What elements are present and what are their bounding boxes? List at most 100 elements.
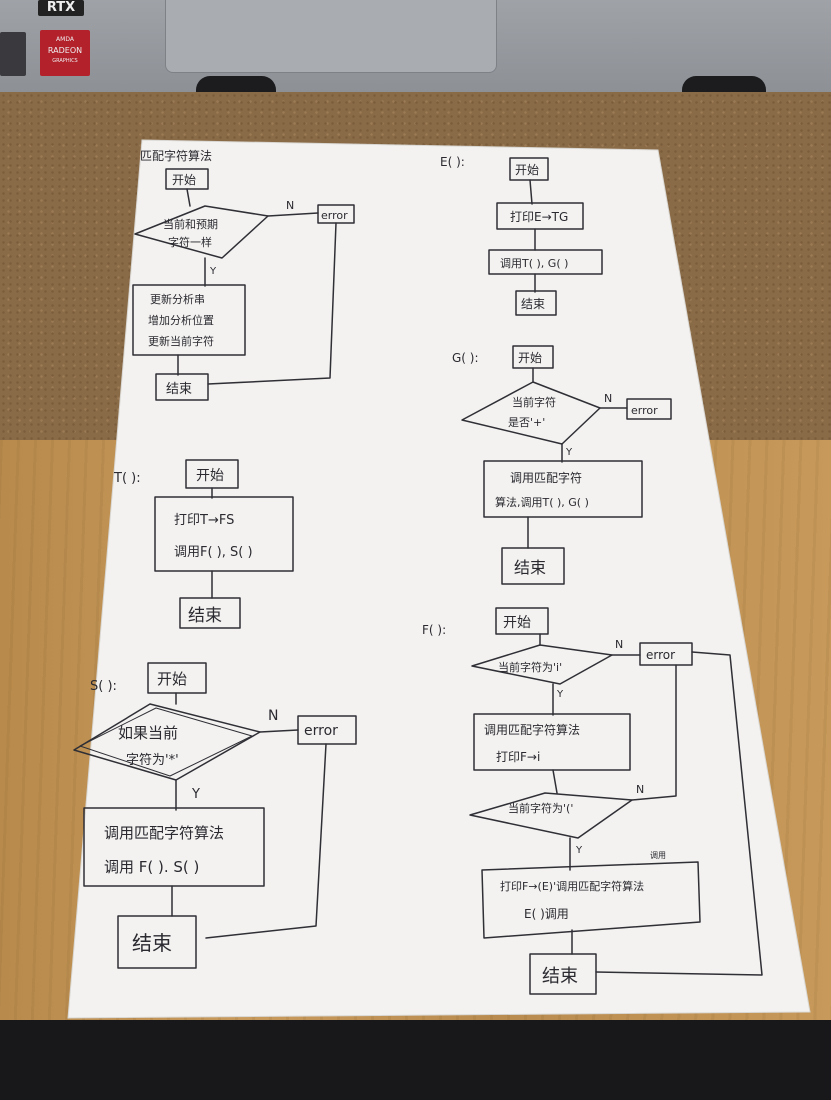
amd-radeon-sticker: AMDA RADEON GRAPHICS: [40, 30, 90, 76]
flow-F: F( ): 开始 当前字符为'i' N error Y 调用匹配字符算法 打印F…: [422, 607, 763, 995]
flow-F-y2-label: Y: [575, 845, 583, 856]
flow-F-process-2-line1: 打印F→(E)'调用匹配字符算法: [500, 879, 644, 893]
flow-match-end-label: 结束: [166, 382, 192, 397]
flow-match-arrow-1: [186, 188, 191, 207]
flow-S-start-label: 开始: [157, 670, 187, 688]
flow-S-process-line2: 调用 F( ). S( ): [104, 858, 199, 876]
flow-T-process-line2: 调用F( ), S( ): [174, 545, 253, 560]
flow-E-label: E( ):: [440, 155, 465, 169]
flow-S-n-arrow: [259, 729, 299, 733]
flow-E-arrow-1: [529, 179, 533, 205]
flow-match-algorithm: 匹配字符算法 开始 当前和预期 字符一样 N error Y 更新分析串 增加分…: [132, 148, 355, 401]
cpu-sticker: [0, 32, 26, 76]
flow-S-n-label: N: [268, 708, 278, 724]
flow-E-step2-box: [488, 249, 603, 275]
flow-G-decision-line1: 当前字符: [512, 395, 556, 409]
flow-match-decision-line1: 当前和预期: [163, 217, 218, 231]
flow-S-process-line1: 调用匹配字符算法: [104, 824, 224, 842]
amd-sticker-line3: GRAPHICS: [52, 58, 78, 64]
flow-S-error-box: [297, 715, 357, 745]
flow-G-n-label: N: [604, 392, 612, 405]
flow-F-n2-label: N: [636, 783, 644, 796]
flow-S-start-box: [147, 662, 207, 694]
flow-E-end-label: 结束: [521, 297, 545, 311]
flow-F-arrow-2: [552, 769, 558, 794]
flow-G-error-label: error: [631, 404, 658, 417]
flow-F-error-label: error: [646, 648, 675, 662]
flow-G-process-line2: 算法,调用T( ), G( ): [495, 495, 589, 509]
flow-F-process-1-box: [473, 713, 631, 771]
dark-floor: [0, 1020, 831, 1100]
flow-match-n-arrow: [267, 212, 319, 217]
flow-match-error-return: [207, 222, 337, 385]
flow-S-y-label: Y: [191, 787, 200, 802]
flow-S-decision-overlay: [79, 707, 253, 777]
flow-T: T( ): 开始 打印T→FS 调用F( ), S( ) 结束: [113, 459, 294, 629]
flow-E-start-label: 开始: [515, 163, 539, 177]
flow-S-error-return: [205, 743, 327, 939]
amd-sticker-line1: AMDA: [56, 36, 74, 43]
flow-F-n2-return: [631, 664, 677, 801]
flow-S-end-box: [117, 915, 197, 969]
flow-match-process-line3: 更新当前字符: [148, 334, 214, 348]
flow-F-label: F( ):: [422, 623, 446, 637]
flow-G-decision-line2: 是否'+': [508, 416, 545, 429]
paper-sheet-shape: [67, 139, 811, 1019]
flow-G-y-label: Y: [565, 447, 573, 458]
flow-S-label: S( ):: [90, 679, 117, 694]
flow-match-title: 匹配字符算法: [140, 148, 212, 163]
flow-match-process-line1: 更新分析串: [150, 292, 205, 306]
flow-F-error-box: [639, 642, 693, 666]
flow-F-decision-2-label: 当前字符为'(': [508, 801, 573, 815]
flow-T-end-box: [179, 597, 241, 629]
flow-S-end-label: 结束: [132, 931, 172, 955]
flow-match-decision-line2: 字符一样: [168, 235, 212, 249]
flow-S: S( ): 开始 如果当前 字符为'*' N error Y 调用匹配字符算法 …: [73, 662, 357, 969]
flow-F-start-label: 开始: [503, 615, 531, 631]
flow-match-process-box: [132, 284, 246, 356]
flow-F-process-2-box: [481, 861, 701, 939]
flow-S-process-box: [83, 807, 265, 887]
flow-T-process-line1: 打印T→FS: [174, 513, 234, 528]
flow-match-start-label: 开始: [172, 173, 196, 187]
flow-E-step1-box: [496, 202, 584, 230]
flow-T-end-label: 结束: [188, 606, 222, 626]
flow-match-error-label: error: [321, 209, 348, 222]
flow-E-step2-label: 调用T( ), G( ): [500, 257, 568, 270]
flow-match-n-label: N: [286, 199, 294, 212]
flow-S-decision-line1: 如果当前: [118, 724, 178, 742]
flow-match-end-box: [155, 373, 209, 401]
flow-match-y-label: Y: [209, 266, 217, 277]
flow-F-error-return: [595, 651, 763, 976]
flow-F-n1-label: N: [615, 638, 623, 651]
flow-F-decision-1-label: 当前字符为'i': [498, 660, 562, 674]
flow-F-process-2-line2: E( )调用: [524, 907, 569, 921]
laptop-base: RTX AMDA RADEON GRAPHICS: [0, 0, 831, 92]
flow-E-end-box: [515, 290, 557, 316]
flow-G-process-line1: 调用匹配字符: [510, 470, 582, 485]
flow-S-decision-line2: 字符为'*': [126, 752, 179, 768]
flow-F-insert-note: 调用: [650, 851, 666, 860]
rtx-sticker: RTX: [38, 0, 84, 16]
flow-F-end-label: 结束: [542, 966, 578, 987]
flow-G-process-box: [483, 460, 643, 518]
flow-T-label: T( ):: [113, 471, 141, 486]
flow-G-label: G( ):: [452, 351, 479, 365]
flow-match-process-line2: 增加分析位置: [148, 313, 214, 327]
flow-F-process-1-line2: 打印F→i: [496, 750, 540, 764]
flow-G-end-box: [501, 547, 565, 585]
flow-T-start-label: 开始: [196, 468, 224, 484]
flow-F-y1-label: Y: [556, 689, 564, 700]
flow-E-step1-label: 打印E→TG: [510, 210, 568, 224]
flow-G-end-label: 结束: [514, 558, 546, 577]
flow-T-process-box: [154, 496, 294, 572]
flow-G: G( ): 开始 当前字符 是否'+' N error Y 调用匹配字符 算法,…: [452, 345, 672, 585]
flow-S-error-label: error: [304, 723, 338, 739]
touchpad: [165, 0, 497, 73]
flow-E: E( ): 开始 打印E→TG 调用T( ), G( ) 结束: [440, 155, 603, 316]
flow-G-start-label: 开始: [518, 351, 542, 365]
flow-F-start-box: [495, 607, 549, 635]
flow-E-start-box: [509, 157, 549, 181]
flow-F-process-1-line1: 调用匹配字符算法: [484, 722, 580, 737]
